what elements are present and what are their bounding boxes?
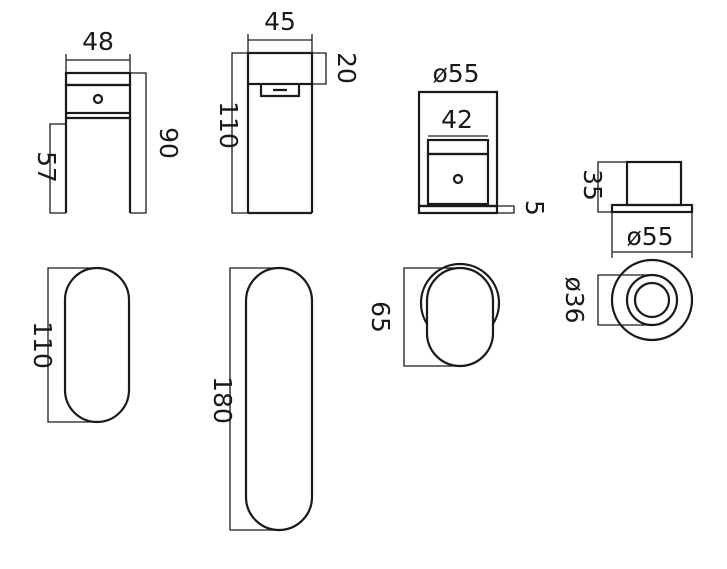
tap-b-top-height-label: 20 — [332, 52, 361, 84]
tap-c-diameter-label: ø55 — [432, 59, 479, 88]
tap-d-plan-diameter-label: ø36 — [560, 276, 589, 323]
tap-c-plan-height-label: 65 — [366, 301, 395, 333]
tap-b-plan-height-label: 180 — [208, 376, 237, 424]
tap-d-side-view: 35 ø55 — [578, 160, 694, 258]
tap-a-height-label: 90 — [154, 127, 183, 159]
tap-d-plan-view: ø36 — [560, 258, 694, 342]
tap-a-lower-height-label: 57 — [32, 151, 61, 183]
tap-b-plan-view: 180 — [208, 266, 314, 532]
tap-d-diameter-label: ø55 — [626, 222, 673, 251]
tap-a-width-label: 48 — [82, 27, 114, 56]
tap-b-height-label: 110 — [214, 101, 243, 149]
tap-b-side-view: 45 20 110 — [214, 7, 361, 215]
tap-d-height-label: 35 — [578, 169, 607, 201]
tap-a-plan-view: 110 — [28, 266, 131, 424]
tap-a-front-view: 48 90 57 — [32, 27, 183, 214]
tap-c-plan-view: 65 — [366, 262, 501, 368]
tap-b-width-label: 45 — [264, 7, 296, 36]
tap-a-plan-height-label: 110 — [28, 321, 57, 369]
tap-c-front-view: ø55 42 5 — [417, 59, 549, 216]
tap-c-base-label: 5 — [520, 200, 549, 216]
tap-c-width-label: 42 — [441, 105, 473, 134]
